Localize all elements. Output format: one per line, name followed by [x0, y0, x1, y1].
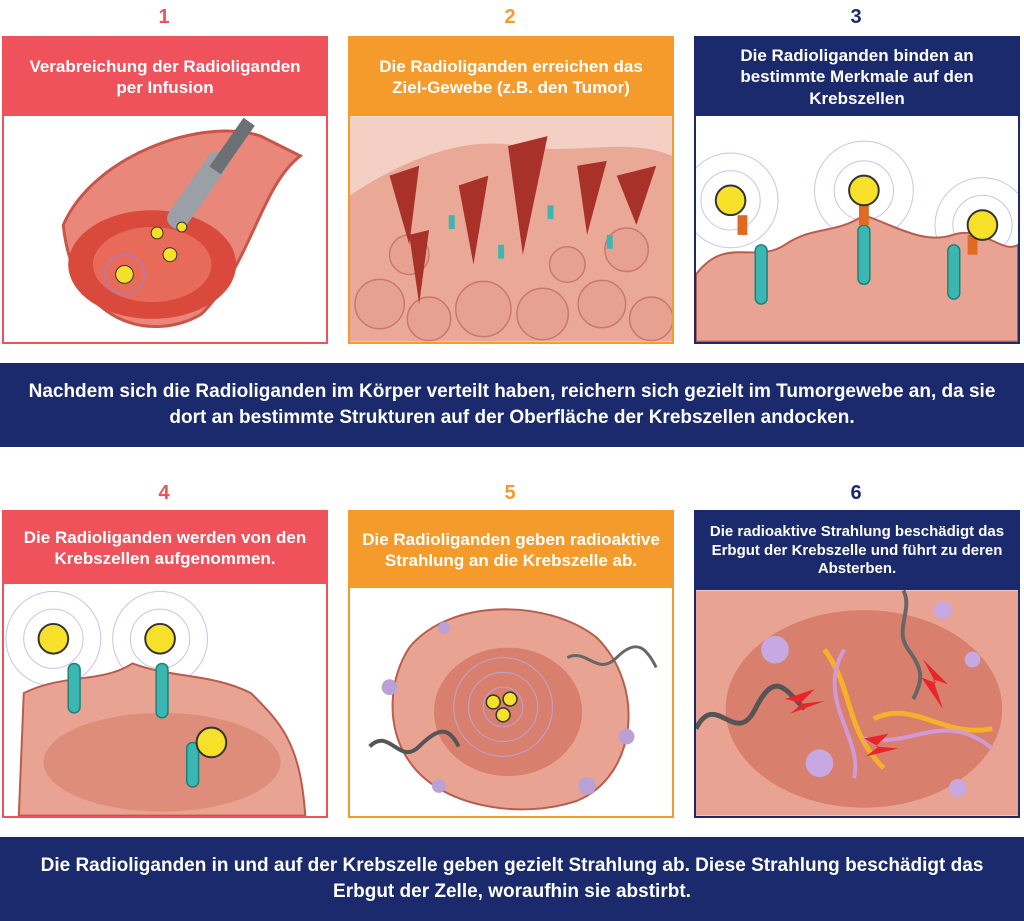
uptake-illustration — [4, 584, 326, 816]
summary-banner-2: Die Radioliganden in und auf der Krebsze… — [0, 837, 1024, 921]
step-3-heading: Die Radioliganden binden an bestimmte Me… — [696, 38, 1018, 116]
tumor-tissue-illustration — [350, 116, 672, 342]
binding-illustration — [696, 116, 1018, 342]
step-2-panel: Die Radioliganden erreichen das Ziel-Gew… — [348, 36, 674, 344]
dna-damage-illustration — [696, 590, 1018, 816]
step-5-panel: Die Radioliganden geben radioaktive Stra… — [348, 510, 674, 818]
step-6-panel: Die radioaktive Strahlung beschädigt das… — [694, 510, 1020, 818]
step-1-number: 1 — [158, 6, 170, 28]
step-4-heading: Die Radioliganden werden von den Krebsze… — [4, 512, 326, 584]
step-5-number: 5 — [504, 482, 516, 504]
summary-banner-1: Nachdem sich die Radioliganden im Körper… — [0, 363, 1024, 447]
step-1-panel: Verabreichung der Radioliganden per Infu… — [2, 36, 328, 344]
step-3-panel: Die Radioliganden binden an bestimmte Me… — [694, 36, 1020, 344]
step-2-heading: Die Radioliganden erreichen das Ziel-Gew… — [350, 38, 672, 116]
infusion-illustration — [4, 116, 326, 342]
step-1-heading: Verabreichung der Radioliganden per Infu… — [4, 38, 326, 116]
step-4-number: 4 — [158, 482, 170, 504]
step-2-number: 2 — [504, 6, 516, 28]
step-5-heading: Die Radioliganden geben radioaktive Stra… — [350, 512, 672, 588]
step-3-number: 3 — [850, 6, 862, 28]
step-6-number: 6 — [850, 482, 862, 504]
step-4-panel: Die Radioliganden werden von den Krebsze… — [2, 510, 328, 818]
step-6-heading: Die radioaktive Strahlung beschädigt das… — [696, 512, 1018, 590]
radiation-emission-illustration — [350, 588, 672, 816]
